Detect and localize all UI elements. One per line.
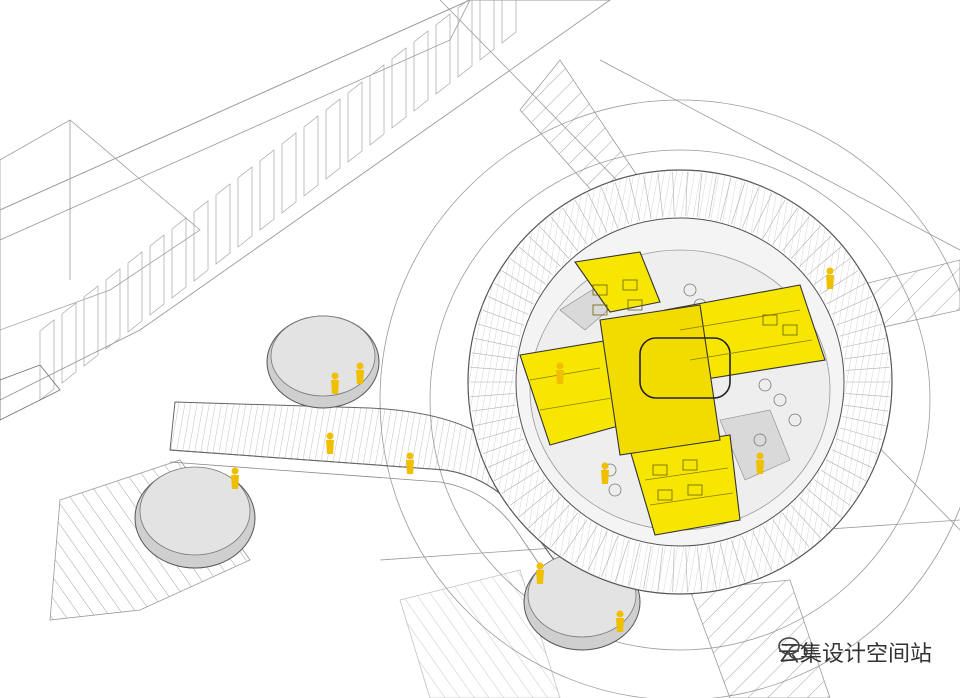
- background-building: [0, 0, 611, 421]
- wechat-icon: [778, 637, 808, 660]
- furniture-tables: [592, 279, 798, 501]
- people-figures: [231, 267, 834, 632]
- cross-volume: [519, 251, 826, 536]
- pod-upper-left: [266, 315, 380, 409]
- pod-lower-left: [134, 466, 256, 569]
- roof-ring-ribs: [470, 172, 890, 592]
- building-bays: [39, 0, 517, 401]
- watermark: 云集设计空间站: [778, 636, 932, 668]
